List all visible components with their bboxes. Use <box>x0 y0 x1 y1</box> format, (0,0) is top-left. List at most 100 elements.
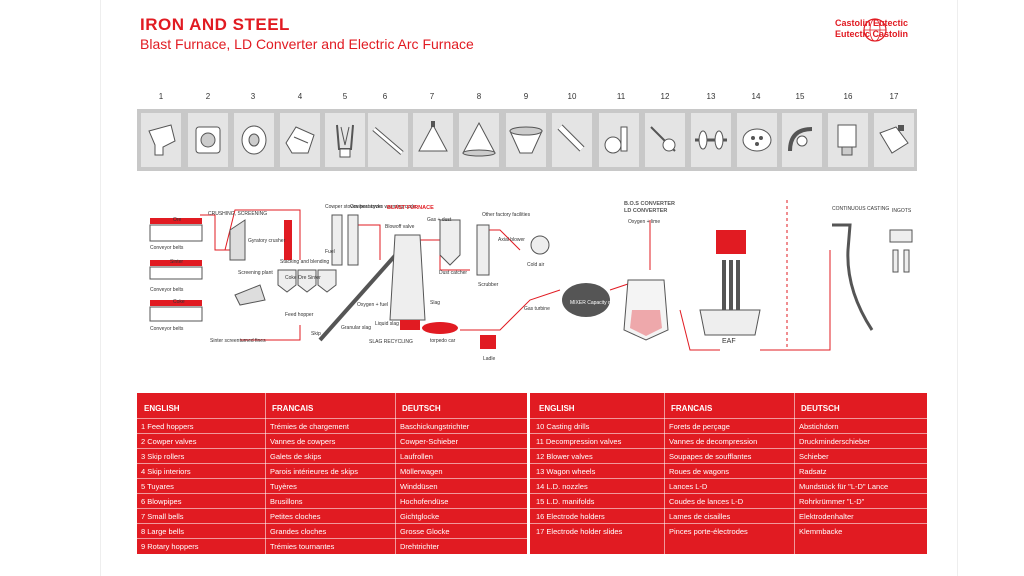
label-granular-slag: Granular slag <box>341 325 372 331</box>
part-casting-drill <box>552 113 592 167</box>
label-ld-converter: LD CONVERTER <box>624 208 668 214</box>
blowpipe-icon <box>372 127 404 155</box>
label-gas-dust: Gas + dust <box>427 217 452 223</box>
cell-deutsch: Schieber <box>799 452 829 461</box>
label-blowoff: Blowoff valve <box>385 224 415 230</box>
label-other-facilities: Other factory facilities <box>482 212 531 218</box>
wagon-wheel-icon <box>695 130 727 150</box>
label-cowper-warm: Cowper stoves warming cycle <box>350 204 417 210</box>
ore-conveyor <box>149 218 203 242</box>
logo-line-2: Eutectic Castolin <box>835 29 909 39</box>
chimney <box>284 220 292 260</box>
mixer <box>562 283 610 317</box>
column-divider <box>395 393 396 554</box>
header-english: ENGLISH <box>144 404 180 413</box>
rotary-hopper-icon <box>509 126 543 154</box>
ingots <box>889 229 913 273</box>
cell-francais: Trémies tournantes <box>270 542 335 551</box>
ld-converter <box>623 279 669 341</box>
header-english: ENGLISH <box>539 404 575 413</box>
cell-english: 1 Feed hoppers <box>141 422 194 431</box>
label-cold-air: Cold air <box>527 262 545 268</box>
cell-deutsch: Cowper-Schieber <box>400 437 458 446</box>
label-gyratory: Gyratory crusher <box>248 238 286 244</box>
cell-francais: Roues de wagons <box>669 467 730 476</box>
part-number: 15 <box>795 92 805 101</box>
label-slag-recycling: SLAG RECYCLING <box>369 339 413 345</box>
part-blowpipe <box>368 113 408 167</box>
casting-drill-icon <box>557 124 585 152</box>
label-skip: Skip <box>311 331 321 337</box>
eaf-vessel <box>699 309 761 336</box>
part-blower-valve <box>645 113 685 167</box>
cell-francais: Coudes de lances L-D <box>669 497 744 506</box>
part-number: 13 <box>706 92 716 101</box>
part-number: 2 <box>205 92 211 101</box>
globe-icon <box>863 18 887 42</box>
cell-francais: Trémies de chargement <box>270 422 349 431</box>
cell-deutsch: Baschickungstrichter <box>400 422 470 431</box>
cell-english: 8 Large bells <box>141 527 184 536</box>
cell-english: 9 Rotary hoppers <box>141 542 199 551</box>
label-fuel: Fuel <box>325 249 335 255</box>
cell-francais: Tuyères <box>270 482 297 491</box>
cell-english: 17 Electrode holder slides <box>536 527 623 536</box>
cowper-valve-icon <box>195 126 221 154</box>
cell-deutsch: Möllerwagen <box>400 467 443 476</box>
ladle <box>480 335 496 349</box>
cell-francais: Soupapes de soufflantes <box>669 452 752 461</box>
column-divider <box>794 393 795 554</box>
part-number: 9 <box>523 92 529 101</box>
part-tuyere <box>325 113 365 167</box>
part-number: 14 <box>751 92 761 101</box>
skip-interior-icon <box>285 126 315 154</box>
part-electrode-holder <box>828 113 868 167</box>
cell-english: 16 Electrode holders <box>536 512 605 521</box>
part-number: 6 <box>382 92 388 101</box>
label-coke: Coke <box>173 299 185 305</box>
cell-francais: Lames de cisailles <box>669 512 731 521</box>
part-number: 4 <box>297 92 303 101</box>
part-large-bell <box>459 113 499 167</box>
part-number: 7 <box>429 92 435 101</box>
table-row: 12 Blower valves Soupapes de soufflantes S… <box>530 448 927 464</box>
cell-english: 2 Cowper valves <box>141 437 197 446</box>
electrode-holder-icon <box>837 124 857 156</box>
part-number: 11 <box>616 92 626 101</box>
cell-francais: Lances L-D <box>669 482 708 491</box>
cell-francais: Pinces porte-électrodes <box>669 527 748 536</box>
skip-roller-icon <box>241 125 267 155</box>
scrubber <box>476 224 490 276</box>
label-torpedo-car: torpedo car <box>430 338 456 344</box>
coke-conveyor <box>149 300 203 322</box>
blast-furnace <box>389 234 426 321</box>
cell-francais: Parois intérieures de skips <box>270 467 358 476</box>
process-diagram <box>149 200 913 351</box>
cell-deutsch: Gichtglocke <box>400 512 440 521</box>
label-eaf: EAF <box>722 338 736 345</box>
small-bell-icon <box>418 121 448 152</box>
cell-francais: Vannes de cowpers <box>270 437 336 446</box>
cell-deutsch: Abstichdorn <box>799 422 839 431</box>
label-mixer: MIXER Capacity mixer T <box>570 300 625 306</box>
cell-english: 12 Blower valves <box>536 452 593 461</box>
label-ingots: INGOTS <box>892 208 912 214</box>
cell-english: 10 Casting drills <box>536 422 590 431</box>
part-number: 3 <box>250 92 256 101</box>
gyratory-crusher <box>229 219 246 261</box>
header-francais: FRANCAIS <box>671 404 713 413</box>
part-number: 8 <box>476 92 482 101</box>
part-number: 1 <box>158 92 164 101</box>
cell-francais: Brusillons <box>270 497 303 506</box>
furnace-hearth <box>400 320 420 330</box>
eaf-roof <box>716 230 746 254</box>
dust-catcher <box>439 219 461 266</box>
column-divider <box>265 393 266 554</box>
